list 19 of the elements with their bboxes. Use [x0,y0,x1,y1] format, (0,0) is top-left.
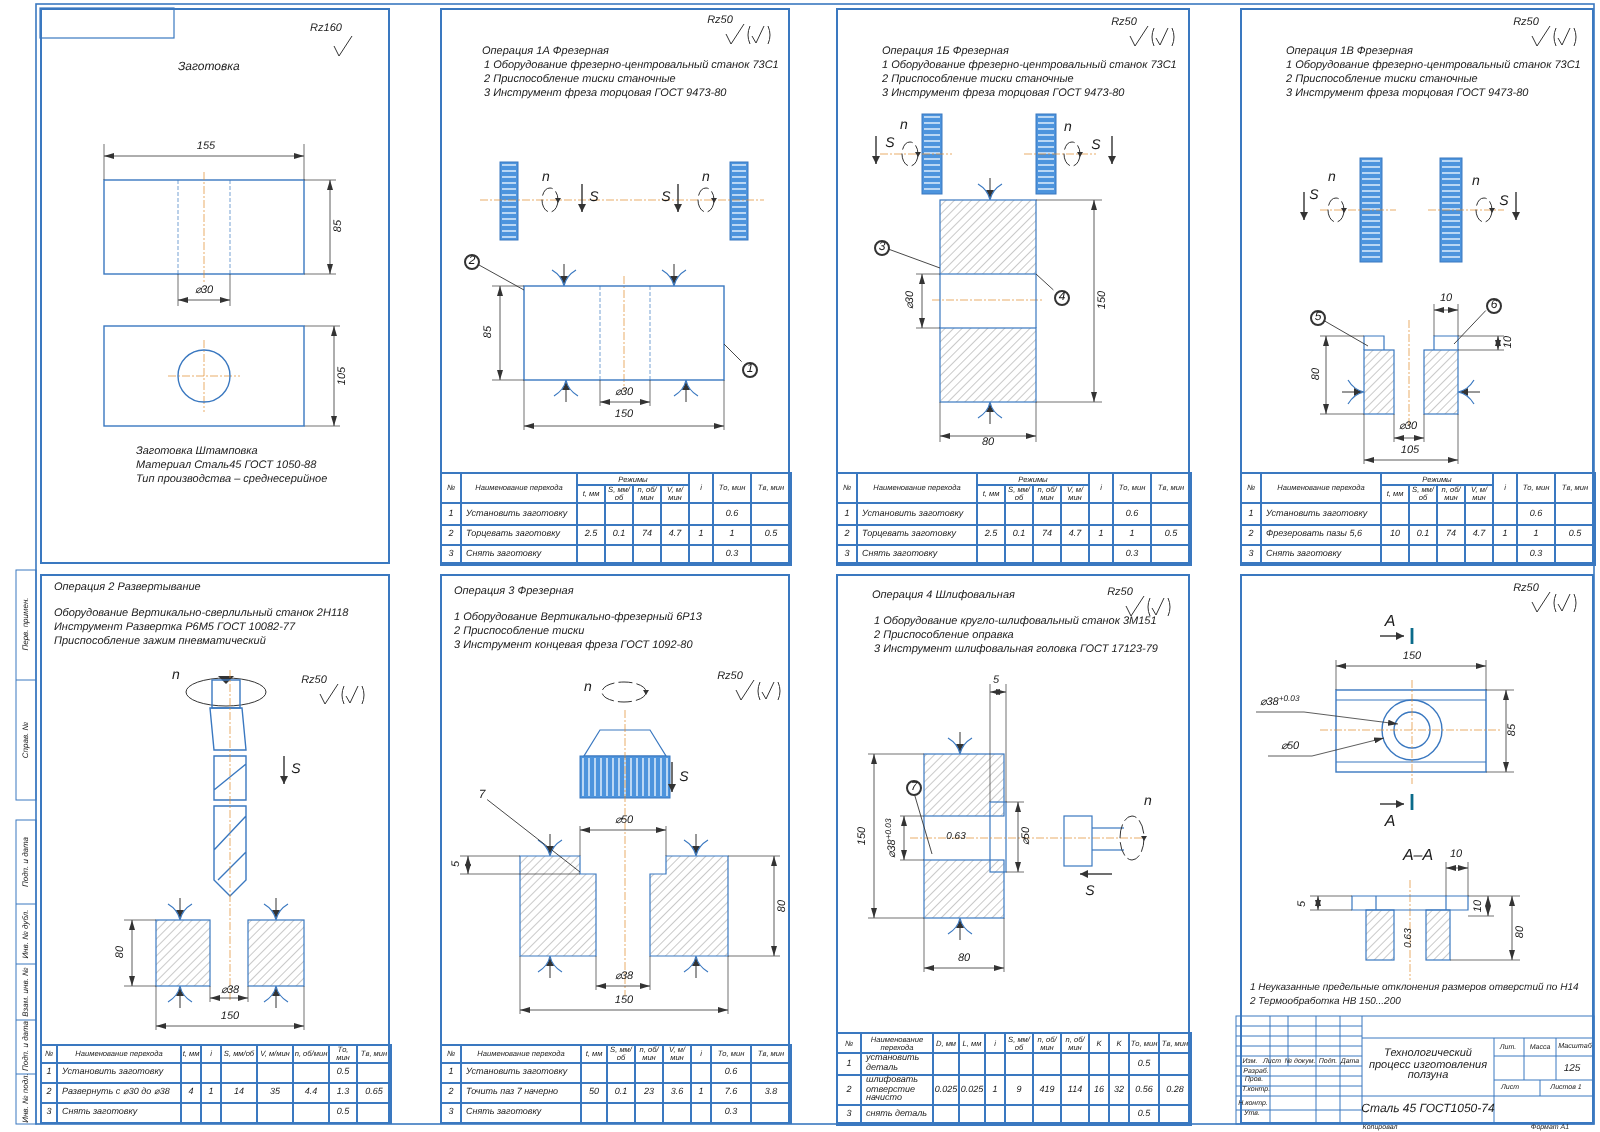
leader-line [1035,273,1054,291]
leader-line [888,248,941,269]
section-label: A–A [1402,848,1434,864]
sheet-panel [836,574,1190,1124]
leader-line [486,799,581,873]
section-label: A [1384,614,1396,630]
sheet-panel [40,574,390,1124]
leader-line [914,794,933,855]
leader-line [1323,320,1369,347]
leader-line [1453,310,1487,345]
sheet-panel [836,8,1190,564]
leader-line [477,263,525,291]
section-label: A [1384,814,1396,830]
sheet-panel [440,574,790,1124]
sheet-panel [440,8,790,564]
sheet-panel [1240,574,1594,1124]
sheet-panel [1240,8,1594,564]
leader-line [723,343,743,363]
sheet-panel [40,8,390,564]
